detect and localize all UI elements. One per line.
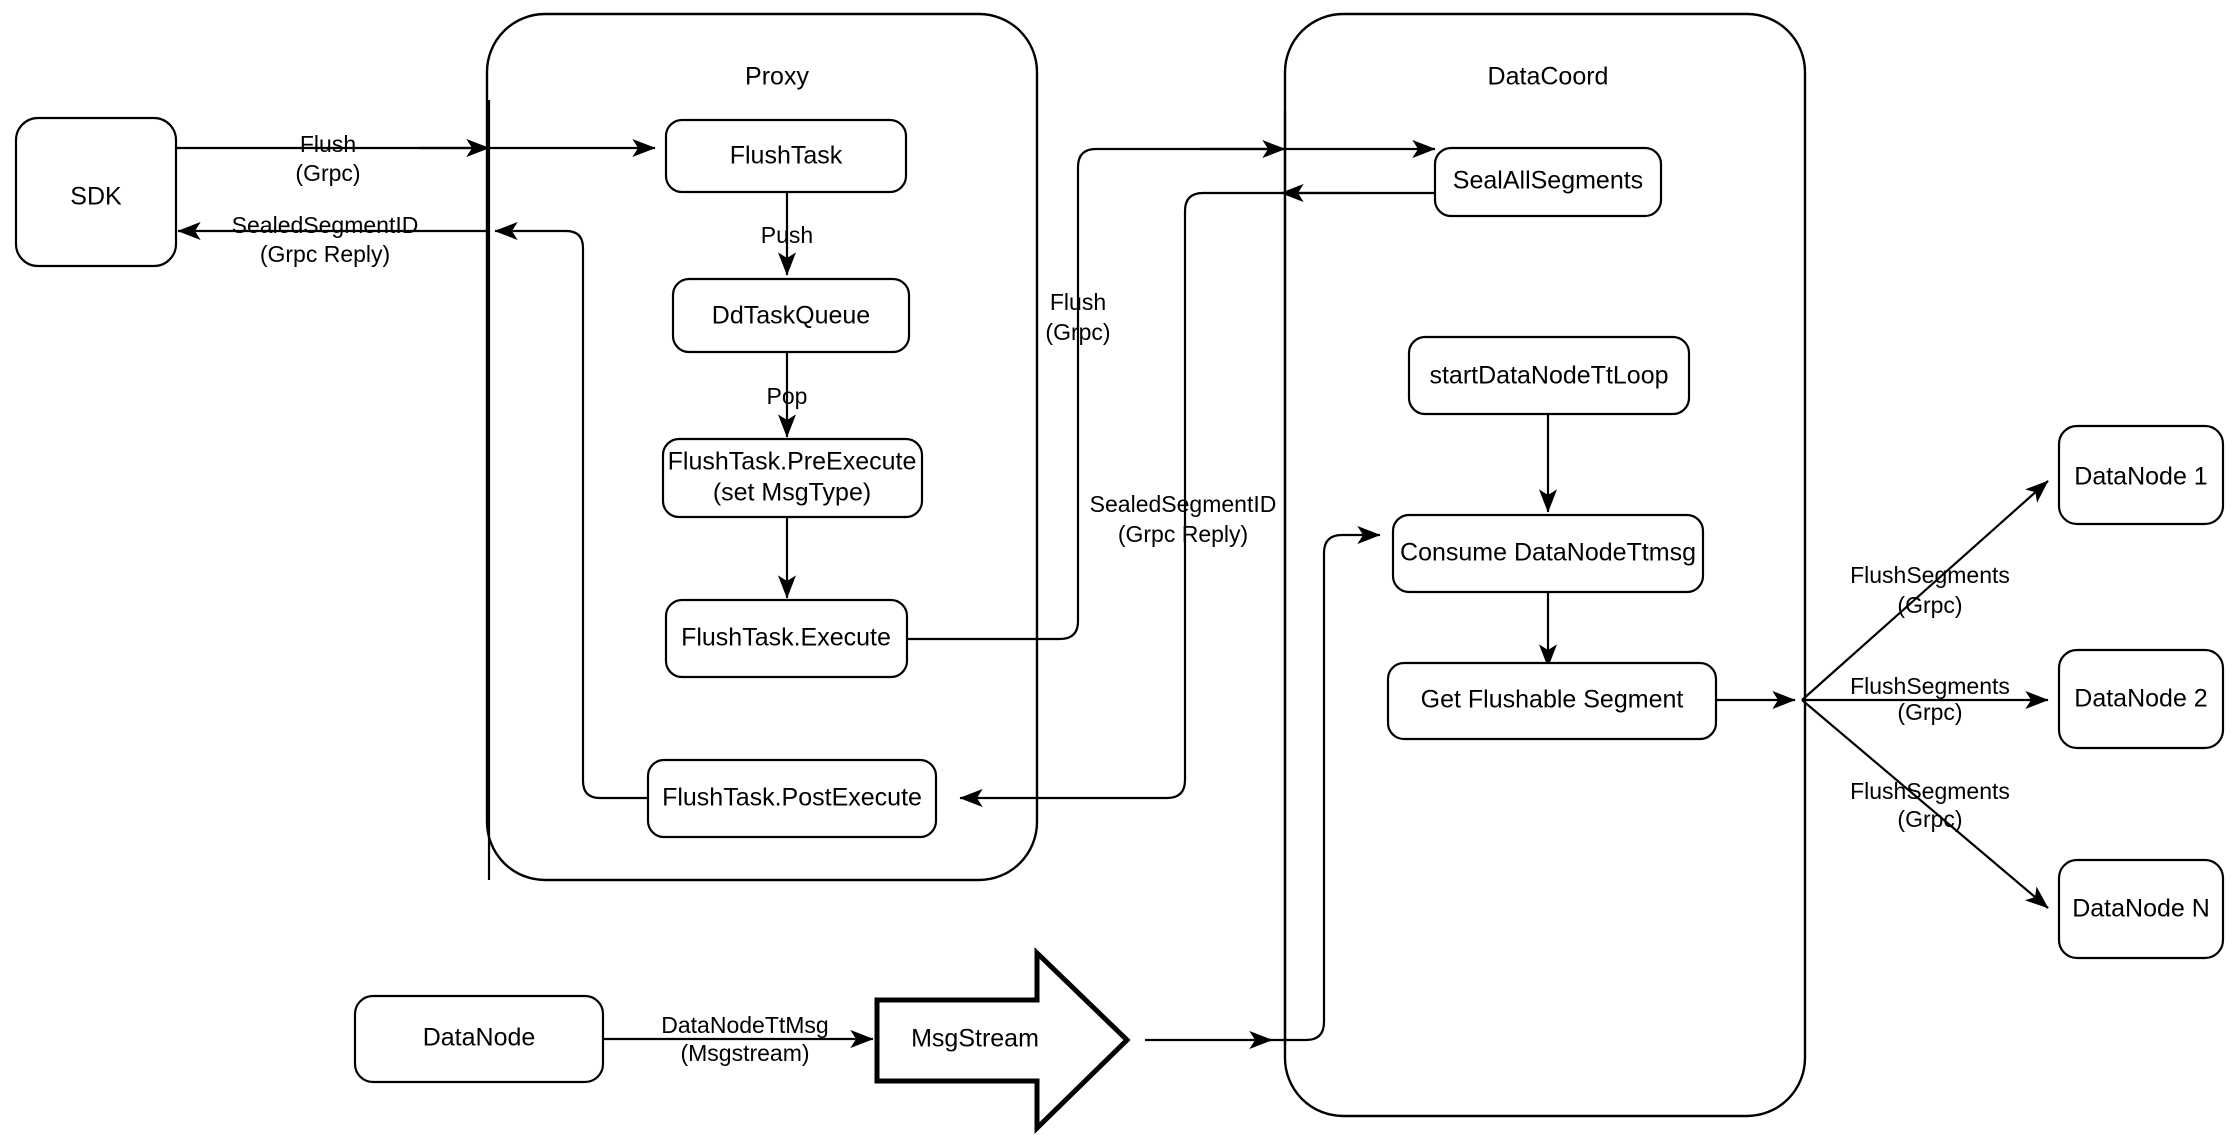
- edge-sealallsegments-to-postexecute: [959, 191, 1435, 808]
- node-consume-datanode-ttmsg[interactable]: [1391, 513, 1705, 594]
- group-datacoord-title: DataCoord: [1488, 63, 1609, 91]
- edge-label-flushsegments2-line2: (Grpc): [1897, 699, 1962, 725]
- edge-label-pop: Pop: [767, 383, 808, 409]
- node-flushtask-preexecute-label-line1: FlushTask.PreExecute: [668, 448, 917, 476]
- node-sdk-label: SDK: [70, 183, 122, 211]
- node-sealallsegments-label: SealAllSegments: [1453, 167, 1643, 195]
- node-sealallsegments[interactable]: [1433, 146, 1663, 218]
- edge-label-flushsegmentsn-line1: FlushSegments: [1850, 778, 2010, 804]
- node-flushtask-postexecute-label: FlushTask.PostExecute: [662, 784, 922, 812]
- edge-label-flushsegments1-line1: FlushSegments: [1850, 562, 2010, 588]
- edge-label-datanodettmsg-line1: DataNodeTtMsg: [661, 1012, 828, 1038]
- edge-label-flushsegments2-line1: FlushSegments: [1850, 673, 2010, 699]
- edge-label-datanodettmsg-line2: (Msgstream): [680, 1040, 809, 1066]
- edge-label-sdk-flush-line1: Flush: [300, 131, 356, 157]
- node-get-flushable-segment-label: Get Flushable Segment: [1421, 686, 1684, 714]
- edge-label-sdk-reply-line2: (Grpc Reply): [260, 241, 390, 267]
- node-flushtask-label: FlushTask: [730, 142, 843, 170]
- node-flushtask-preexecute-label-line2: (set MsgType): [713, 479, 871, 507]
- edge-msgstream-route-to-consume: [1268, 525, 1381, 1042]
- node-datanode-1-label: DataNode 1: [2074, 463, 2207, 491]
- node-flushtask[interactable]: [664, 118, 908, 194]
- node-flushtask-execute-label: FlushTask.Execute: [681, 624, 891, 652]
- node-datanode-2-label: DataNode 2: [2074, 685, 2207, 713]
- node-datanode-bottom-label: DataNode: [423, 1024, 536, 1052]
- node-flushtask-execute[interactable]: [664, 598, 909, 679]
- node-consume-datanode-ttmsg-label: Consume DataNodeTtmsg: [1400, 539, 1696, 567]
- node-msgstream-label: MsgStream: [911, 1025, 1039, 1053]
- node-sdk[interactable]: [14, 116, 178, 268]
- node-ddtaskqueue[interactable]: [671, 277, 911, 354]
- group-proxy-container: [485, 12, 1039, 882]
- node-datanode-1[interactable]: [2057, 424, 2225, 526]
- edge-hub-to-datanode1: [1801, 480, 2049, 701]
- edge-label-push: Push: [761, 222, 813, 248]
- node-datanode-n[interactable]: [2057, 858, 2225, 960]
- group-proxy-title: Proxy: [745, 63, 809, 91]
- edge-postexecute-to-sdk: [494, 221, 648, 800]
- edge-label-flush-grpc-line1: Flush: [1050, 289, 1106, 315]
- node-flushtask-preexecute[interactable]: [661, 437, 924, 519]
- node-start-datanode-ttloop[interactable]: [1407, 335, 1691, 416]
- edge-label-sdk-reply-line1: SealedSegmentID: [232, 212, 419, 238]
- edge-label-sdk-flush-line2: (Grpc): [295, 160, 360, 186]
- node-ddtaskqueue-label: DdTaskQueue: [712, 302, 870, 330]
- edge-label-flushsegmentsn-line2: (Grpc): [1897, 806, 1962, 832]
- edge-label-sealedsegmentid-line1: SealedSegmentID: [1090, 491, 1277, 517]
- node-msgstream-arrow[interactable]: [874, 947, 1131, 1134]
- edge-label-flush-grpc-line2: (Grpc): [1045, 319, 1110, 345]
- node-start-datanode-ttloop-label: startDataNodeTtLoop: [1429, 362, 1668, 390]
- edge-execute-to-sealallsegments: [907, 139, 1436, 641]
- edge-hub-to-datanoden: [1801, 699, 2049, 909]
- node-datanode-2[interactable]: [2057, 648, 2225, 750]
- node-datanode-bottom[interactable]: [353, 994, 605, 1084]
- node-get-flushable-segment[interactable]: [1386, 661, 1718, 741]
- node-flushtask-postexecute[interactable]: [646, 758, 938, 839]
- node-datanode-n-label: DataNode N: [2072, 895, 2210, 923]
- edge-label-sealedsegmentid-line2: (Grpc Reply): [1118, 521, 1248, 547]
- edge-label-flushsegments1-line2: (Grpc): [1897, 592, 1962, 618]
